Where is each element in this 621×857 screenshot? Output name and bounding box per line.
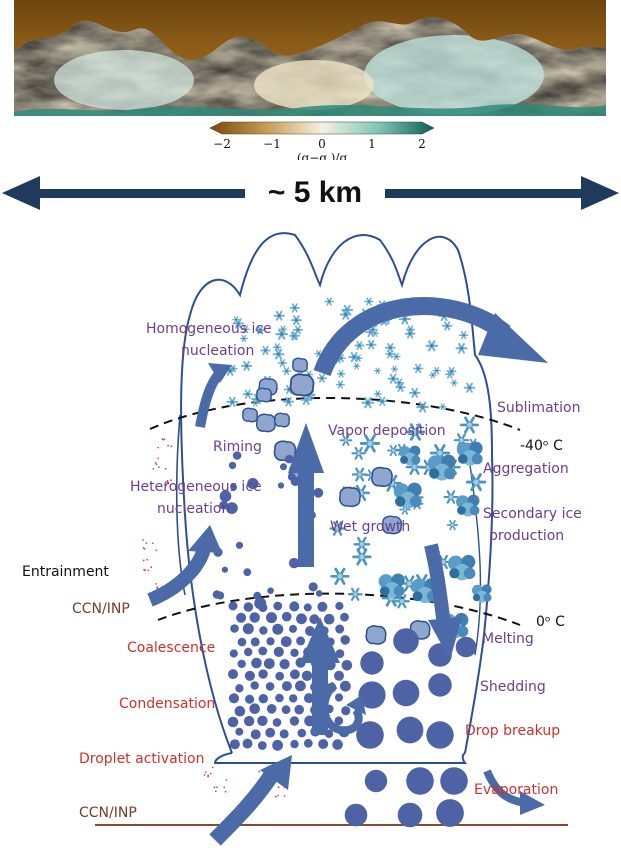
colorbar-tick: 2 — [418, 137, 426, 151]
label-vapor-deposition: Vapor deposition — [328, 423, 446, 439]
colorbar-tick: −1 — [263, 137, 281, 151]
colorbar-tick: −2 — [213, 137, 231, 151]
entrainment-arrow-icon — [188, 525, 222, 553]
label-riming: Riming — [213, 439, 262, 455]
arrow-left-icon — [2, 176, 40, 210]
colorbar-label: (q−q )/q — [297, 151, 348, 160]
label-heterogeneous-2: nucleation — [157, 501, 230, 517]
simulation-banner — [14, 0, 606, 120]
colorbar-tick: 1 — [368, 137, 376, 151]
label-evaporation: Evaporation — [474, 782, 558, 798]
label-wet-growth: Wet growth — [330, 519, 410, 535]
label-heterogeneous: Heterogeneous ice — [130, 479, 262, 495]
label-melting: Melting — [482, 631, 534, 647]
label-secondary-2: production — [489, 528, 564, 544]
colorbar-tick: 0 — [318, 137, 326, 151]
label-shedding: Shedding — [480, 679, 546, 695]
label-ccn-inp-bottom: CCN/INP — [79, 805, 137, 821]
label-zero: 0ᵒ C — [536, 614, 565, 630]
scale-label: ~ 5 km — [245, 170, 385, 216]
colorbar: −2 −1 0 1 2 (q−q )/q — [200, 118, 445, 160]
label-minus40: -40ᵒ C — [520, 438, 563, 454]
label-entrainment: Entrainment — [22, 564, 109, 580]
cloud-base — [215, 753, 465, 763]
label-homogeneous: Homogeneous ice — [146, 321, 272, 337]
label-ccn-inp-mid: CCN/INP — [72, 601, 130, 617]
label-drop-breakup: Drop breakup — [465, 723, 560, 739]
cloud-diagram: Homogeneous ice nucleation Sublimation R… — [0, 215, 621, 855]
arrow-right-icon — [581, 176, 619, 210]
label-condensation: Condensation — [119, 696, 215, 712]
label-homogeneous-2: nucleation — [181, 343, 254, 359]
detrainment-arrow — [322, 306, 505, 373]
label-coalescence: Coalescence — [127, 640, 215, 656]
label-secondary: Secondary ice — [483, 506, 582, 522]
label-droplet-activation: Droplet activation — [79, 751, 204, 767]
colorbar-bar — [210, 122, 434, 134]
label-aggregation: Aggregation — [483, 461, 569, 477]
label-sublimation: Sublimation — [497, 400, 580, 416]
